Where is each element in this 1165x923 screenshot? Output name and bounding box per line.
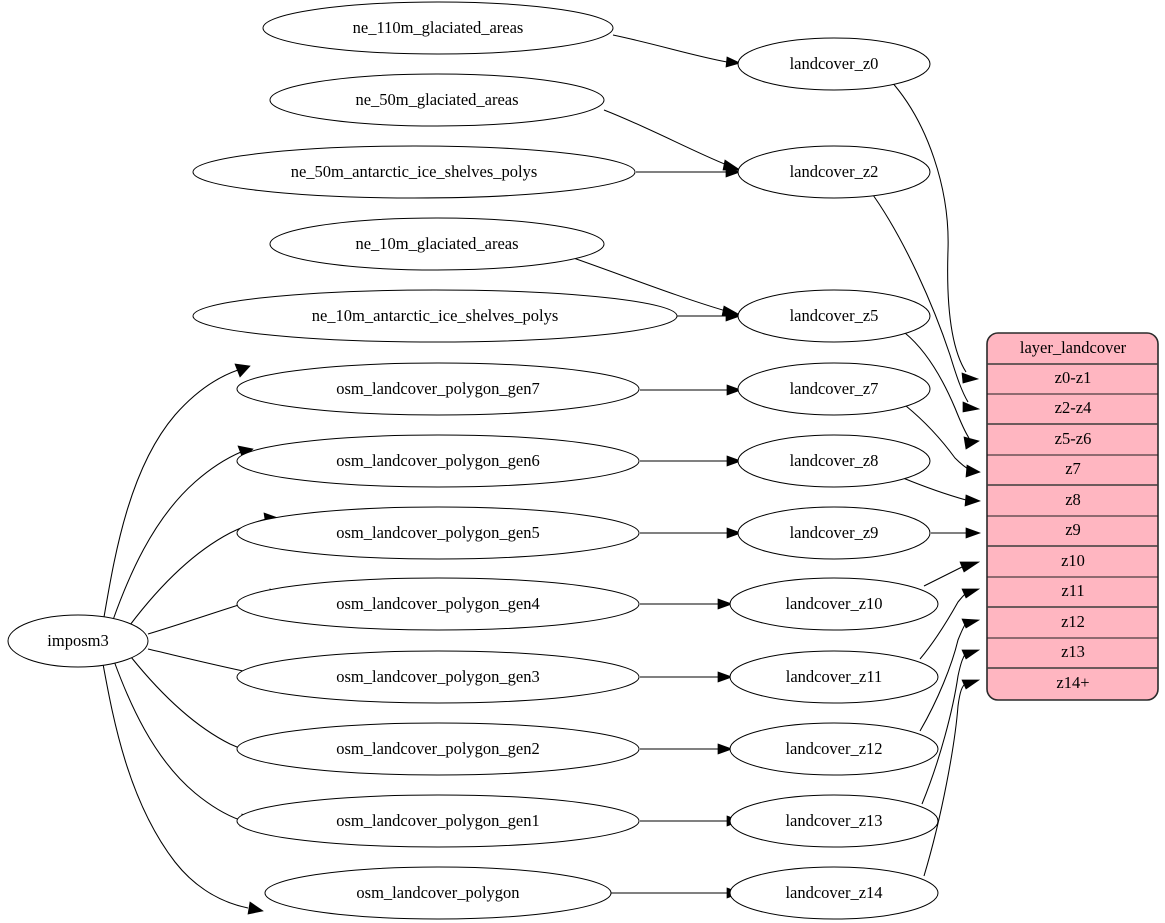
node-landcover_z9[interactable]: landcover_z9 [737, 506, 931, 560]
node-landcover_z10[interactable]: landcover_z10 [729, 577, 939, 631]
node-osm_landcover_polygon_gen1[interactable]: osm_landcover_polygon_gen1 [236, 794, 640, 848]
node-osm_landcover_polygon_gen7[interactable]: osm_landcover_polygon_gen7 [236, 362, 640, 416]
node-imposm3[interactable]: imposm3 [7, 614, 149, 668]
edge-ne50mantarctic-to-z2 [636, 166, 742, 178]
edge-z2-to-row-z2z4 [867, 187, 981, 413]
node-osm_landcover_polygon_gen5[interactable]: osm_landcover_polygon_gen5 [236, 506, 640, 560]
edge-z7-to-row-z7 [905, 405, 981, 478]
layer-landcover-table[interactable]: layer_landcover z0-z1 z2-z4 z5-z6 z7 z8 … [986, 332, 1159, 701]
edge-imposm3-to-polygon [102, 663, 264, 915]
edge-polygon-to-z14 [610, 887, 743, 899]
edge-ne10mantarctic-to-z5 [677, 310, 742, 322]
node-ne_50m_antarctic_ice_shelves_polys[interactable]: ne_50m_antarctic_ice_shelves_polys [192, 145, 636, 199]
edge-gen5-to-z9 [640, 527, 743, 539]
edge-gen4-to-z10 [640, 598, 734, 610]
node-landcover_z12[interactable]: landcover_z12 [729, 722, 939, 776]
node-osm_landcover_polygon_gen4[interactable]: osm_landcover_polygon_gen4 [236, 577, 640, 631]
edge-gen3-to-z11 [640, 671, 734, 683]
node-ne_110m_glaciated_areas[interactable]: ne_110m_glaciated_areas [262, 1, 614, 55]
edge-z13-to-row-z13 [921, 649, 981, 805]
node-landcover_z7[interactable]: landcover_z7 [737, 362, 931, 416]
node-ne_10m_antarctic_ice_shelves_polys[interactable]: ne_10m_antarctic_ice_shelves_polys [192, 289, 678, 343]
edge-ne50mglaciated-to-z2 [603, 109, 742, 171]
node-osm_landcover_polygon_gen3[interactable]: osm_landcover_polygon_gen3 [236, 650, 640, 704]
edge-z11-to-row-z11 [919, 588, 981, 660]
node-landcover_z8[interactable]: landcover_z8 [737, 434, 931, 488]
edge-imposm3-to-gen6 [112, 445, 254, 621]
edge-z5-to-row-z5z6 [904, 332, 980, 450]
node-osm_landcover_polygon[interactable]: osm_landcover_polygon [264, 866, 612, 920]
node-landcover_z11[interactable]: landcover_z11 [729, 650, 939, 704]
edge-z0-to-row-z0z1 [889, 79, 980, 384]
node-ne_10m_glaciated_areas[interactable]: ne_10m_glaciated_areas [269, 217, 605, 271]
natural-earth-nodes-group: ne_110m_glaciated_areas ne_50m_glaciated… [192, 1, 678, 343]
edge-gen2-to-z12 [640, 743, 734, 755]
edge-z10-to-row-z10 [923, 561, 981, 587]
edge-gen7-to-z7 [640, 384, 743, 396]
node-landcover_z13[interactable]: landcover_z13 [729, 794, 939, 848]
edge-gen1-to-z13 [640, 815, 743, 827]
edge-gen6-to-z8 [640, 455, 743, 467]
edge-z8-to-row-z8 [902, 477, 981, 507]
edges-layer [102, 34, 982, 915]
edge-imposm3-to-gen7 [103, 363, 251, 618]
edge-z12-to-row-z12 [919, 618, 981, 732]
edge-z14-to-row-z14plus [923, 679, 981, 877]
node-landcover_z5[interactable]: landcover_z5 [737, 289, 931, 343]
osm-nodes-group: osm_landcover_polygon_gen7 osm_landcover… [236, 362, 640, 920]
edge-ne110m-to-z0 [612, 34, 742, 68]
node-landcover_z2[interactable]: landcover_z2 [737, 145, 931, 199]
node-landcover_z14[interactable]: landcover_z14 [729, 866, 939, 920]
edge-imposm3-to-gen1 [113, 660, 256, 827]
node-ne_50m_glaciated_areas[interactable]: ne_50m_glaciated_areas [269, 73, 605, 127]
landcover-nodes-group: landcover_z0 landcover_z2 landcover_z5 l… [729, 37, 939, 920]
edge-z9-to-row-z9 [931, 527, 982, 539]
node-landcover_z0[interactable]: landcover_z0 [737, 37, 931, 91]
node-osm_landcover_polygon_gen6[interactable]: osm_landcover_polygon_gen6 [236, 434, 640, 488]
node-osm_landcover_polygon_gen2[interactable]: osm_landcover_polygon_gen2 [236, 722, 640, 776]
